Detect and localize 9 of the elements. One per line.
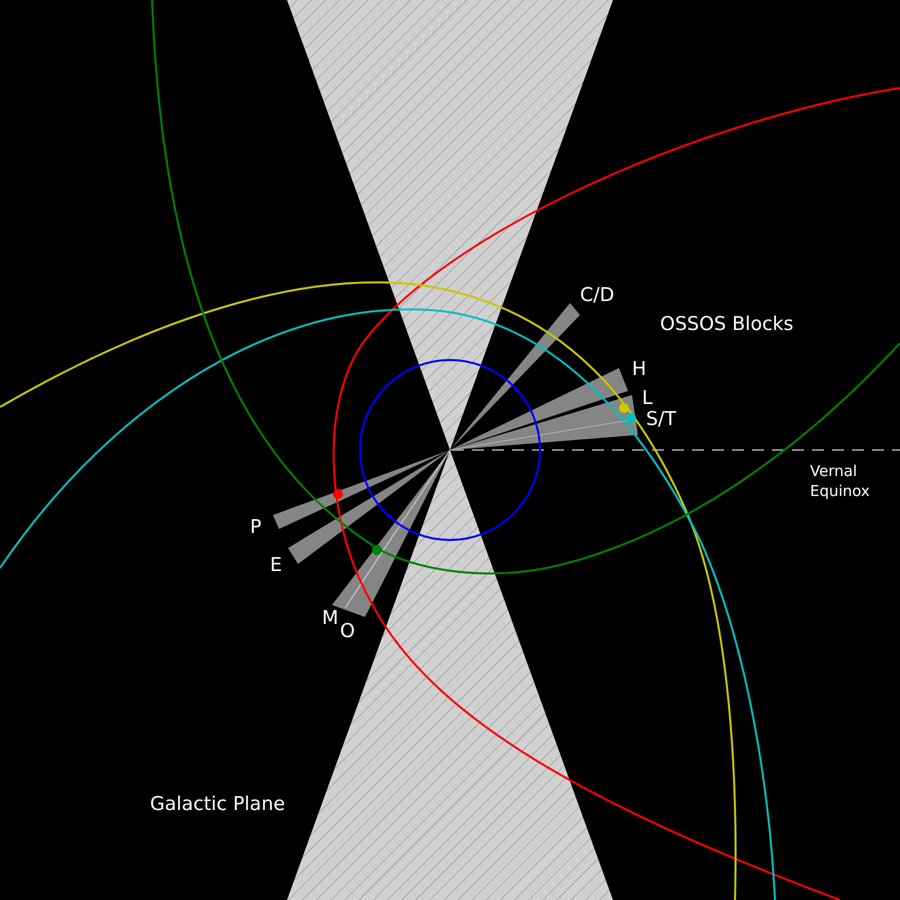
block-label: P <box>250 515 262 540</box>
block-label: E <box>270 553 282 578</box>
block-label: O <box>340 619 355 644</box>
block-label: H <box>632 357 646 382</box>
legend-title: OSSOS Blocks <box>660 312 794 337</box>
block-label: C/D <box>580 283 614 308</box>
axis-label: Vernal Equinox <box>810 461 871 501</box>
block-label: M <box>322 606 338 631</box>
region-label: Galactic Plane <box>150 792 286 817</box>
